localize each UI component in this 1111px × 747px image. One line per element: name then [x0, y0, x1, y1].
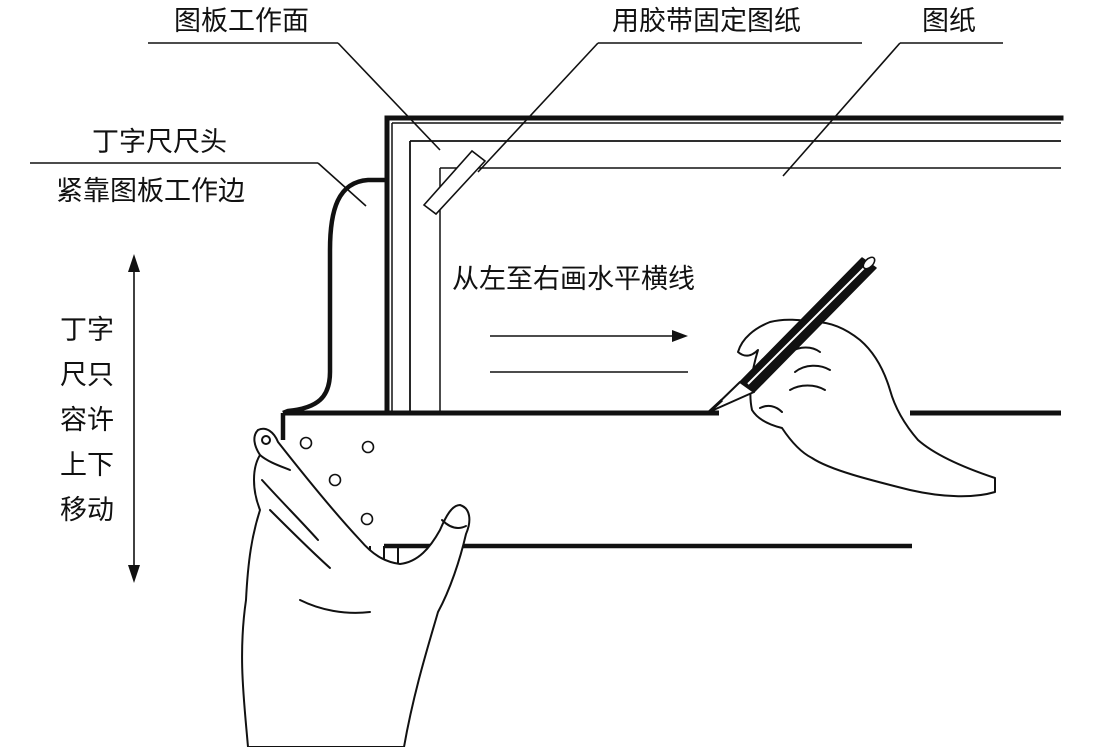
label-vertical-motion-1: 丁字	[60, 315, 114, 346]
left-hand	[241, 427, 471, 747]
label-draw-instruction: 从左至右画水平横线	[452, 264, 695, 295]
label-vertical-motion-4: 上下	[60, 450, 114, 481]
label-board-surface: 图板工作面	[174, 6, 309, 37]
t-square-head	[282, 177, 385, 416]
label-tape: 用胶带固定图纸	[612, 6, 801, 37]
label-vertical-motion-5: 移动	[60, 495, 114, 526]
pencil-icon	[707, 256, 877, 414]
label-vertical-motion-3: 容许	[60, 405, 114, 436]
drawn-lines	[490, 335, 688, 373]
drawing-board	[384, 115, 1064, 416]
drawing-paper	[391, 122, 1061, 413]
tape-strip	[422, 149, 487, 216]
direction-arrow-icon	[672, 330, 688, 342]
label-vertical-motion-2: 尺只	[60, 360, 114, 391]
label-t-head-line1: 丁字尺尺头	[92, 127, 227, 158]
t-square-blade	[280, 410, 1061, 564]
label-paper: 图纸	[922, 6, 976, 37]
blade-screw-holes	[299, 436, 375, 526]
leader-lines	[30, 42, 1003, 207]
vertical-arrow-icon	[128, 254, 140, 583]
label-t-head-line2: 紧靠图板工作边	[56, 176, 245, 207]
